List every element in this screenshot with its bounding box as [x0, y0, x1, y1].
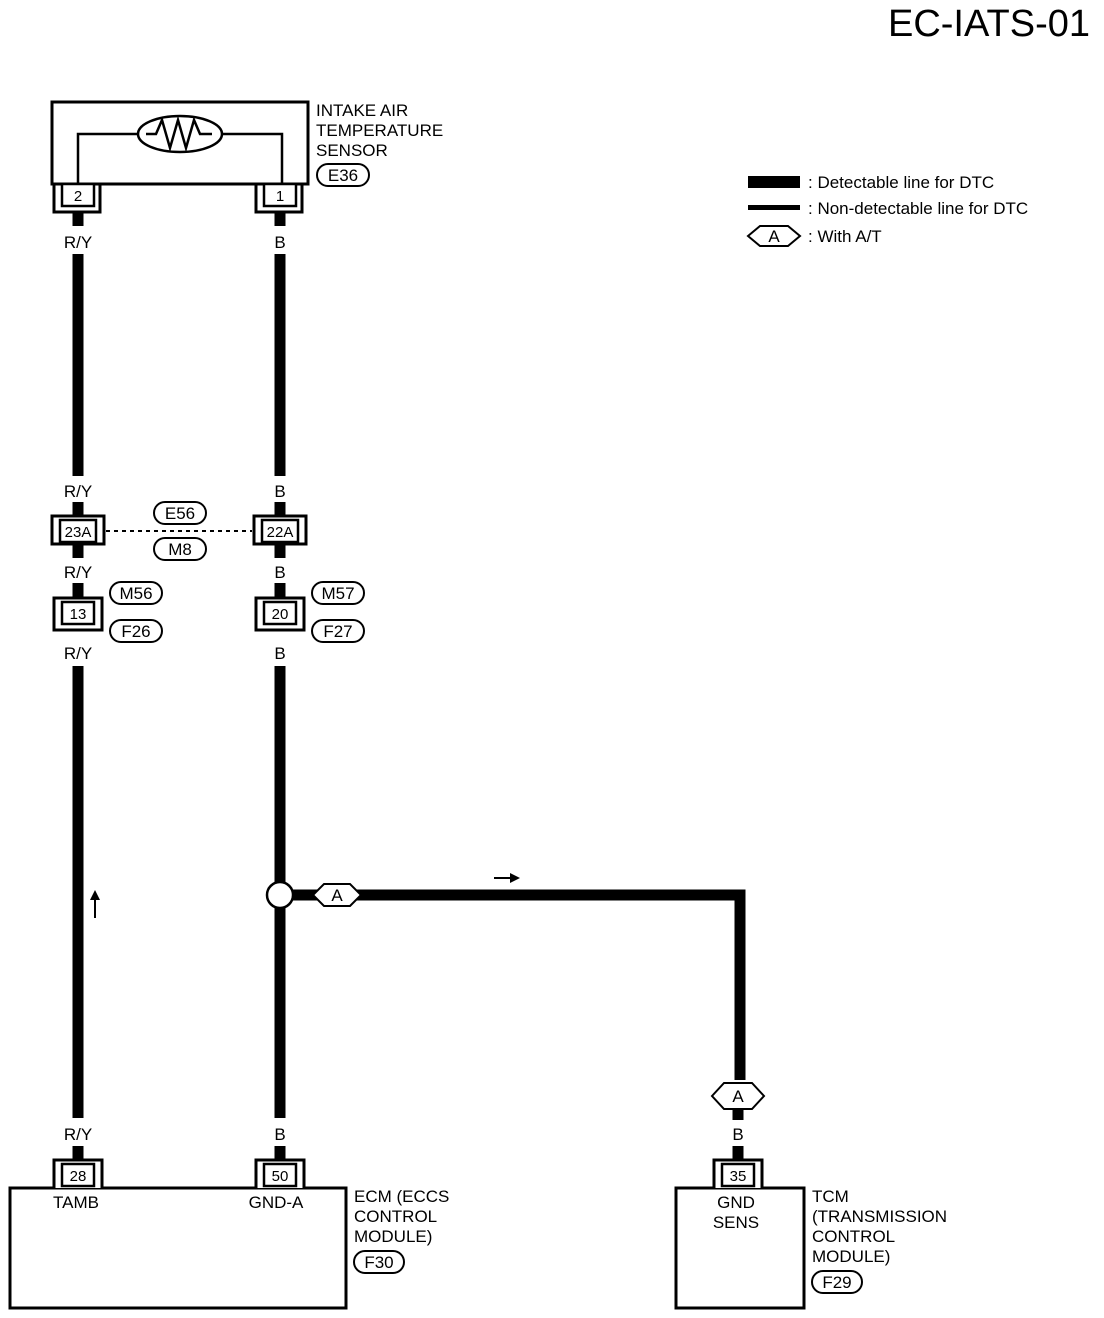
branch-option-hexagon	[311, 883, 363, 907]
tcm-connector-tag	[811, 1270, 863, 1294]
legend: : Detectable line for DTC : Non-detectab…	[746, 173, 1028, 247]
legend-detectable-text: : Detectable line for DTC	[808, 173, 994, 192]
wire-branch-to-tcm	[290, 889, 746, 1080]
ecm-pin-left-number: 28	[70, 1168, 87, 1185]
legend-non-detectable-swatch	[748, 205, 800, 210]
mid-left-pin-number: 13	[70, 606, 87, 623]
wire-right-color-4: B	[274, 644, 285, 663]
legend-option-hexagon	[746, 225, 802, 247]
right-arrow-icon	[494, 873, 520, 883]
mid-left-label-top: M56	[119, 584, 152, 603]
wire-tcm-color: B	[732, 1125, 743, 1144]
wire-left-color-4: R/Y	[64, 644, 92, 663]
ecm-terminal-left: TAMB	[53, 1193, 99, 1212]
tcm-name-line2: (TRANSMISSION	[812, 1207, 947, 1226]
tcm-terminal-line2: SENS	[713, 1213, 759, 1232]
sensor-pin-left-number: 2	[74, 188, 82, 205]
legend-option-text: : With A/T	[808, 227, 882, 246]
legend-detectable-swatch	[748, 176, 800, 188]
sensor-pin-left	[60, 182, 96, 208]
joint-label-bottom: M8	[168, 540, 192, 559]
wire-right-color-3: B	[274, 563, 285, 582]
mid-left-tag-top	[109, 581, 163, 605]
branch-option-tag: A	[331, 886, 343, 905]
intake-air-temperature-sensor: INTAKE AIR TEMPERATURE SENSOR E36 2 1	[50, 100, 443, 214]
ecm-name-line2: CONTROL	[354, 1207, 437, 1226]
tcm-option-hexagon	[710, 1082, 766, 1110]
joint-right-pin	[260, 518, 300, 544]
mid-connector-left: 13 M56 F26	[52, 581, 163, 643]
joint-tag-bottom	[153, 537, 207, 561]
ecm-pin-right	[262, 1162, 298, 1188]
mid-right-tag-top	[311, 581, 365, 605]
wire-left-color-2: R/Y	[64, 482, 92, 501]
tcm-connector-id: F29	[822, 1273, 851, 1292]
up-arrow-icon	[90, 890, 100, 918]
mid-right-pin	[262, 600, 298, 626]
splice-point	[265, 880, 295, 910]
sensor-connector-tag	[316, 163, 370, 187]
tcm-pin	[720, 1162, 756, 1188]
tcm-name-line4: MODULE)	[812, 1247, 890, 1266]
sensor-pin-right	[262, 182, 298, 208]
ecm-pin-right-number: 50	[272, 1168, 289, 1185]
joint-label-top: E56	[165, 504, 195, 523]
ecm-terminal-right: GND-A	[249, 1193, 304, 1212]
tcm-name-line3: CONTROL	[812, 1227, 895, 1246]
tcm-terminal-line1: GND	[717, 1193, 755, 1212]
legend-option-tag: A	[768, 227, 780, 246]
tcm-name-line1: TCM	[812, 1187, 849, 1206]
wire-left-color-1: R/Y	[64, 233, 92, 252]
ecm-connector-id: F30	[364, 1253, 393, 1272]
ecm-body	[8, 1186, 348, 1310]
ecm-module: 28 50 TAMB GND-A ECM (ECCS CONTROL MODUL…	[8, 1158, 449, 1310]
sensor-name-line3: SENSOR	[316, 141, 388, 160]
ecm-name-line3: MODULE)	[354, 1227, 432, 1246]
sensor-name-line1: INTAKE AIR	[316, 101, 408, 120]
joint-left-pin-number: 23A	[65, 524, 92, 541]
sensor-connector-id: E36	[328, 166, 358, 185]
tcm-module: 35 GND SENS TCM (TRANSMISSION CONTROL MO…	[674, 1158, 947, 1310]
joint-left-pin	[58, 518, 98, 544]
legend-non-detectable-text: : Non-detectable line for DTC	[808, 199, 1028, 218]
tcm-option-tag: A	[732, 1087, 744, 1106]
joint-connector-e56-m8: 23A 22A E56 M8	[50, 501, 308, 561]
wire-left-color-5: R/Y	[64, 1125, 92, 1144]
wire-right-color-2: B	[274, 482, 285, 501]
joint-right-pin-number: 22A	[267, 524, 294, 541]
diagram-title: EC-IATS-01	[888, 3, 1090, 45]
sensor-pin-right-number: 1	[276, 188, 284, 205]
mid-left-label-bottom: F26	[121, 622, 150, 641]
wire-left-color-3: R/Y	[64, 563, 92, 582]
tcm-body	[674, 1186, 806, 1310]
joint-tag-top	[153, 501, 207, 525]
mid-right-label-top: M57	[321, 584, 354, 603]
ecm-pin-left	[60, 1162, 96, 1188]
wire-right-color-1: B	[274, 233, 285, 252]
tcm-pin-number: 35	[730, 1168, 747, 1185]
mid-right-label-bottom: F27	[323, 622, 352, 641]
mid-left-pin	[60, 600, 96, 626]
sensor-name-line2: TEMPERATURE	[316, 121, 443, 140]
mid-right-tag-bottom	[311, 619, 365, 643]
sensor-internal-wiring	[76, 132, 284, 184]
mid-right-pin-number: 20	[272, 606, 289, 623]
ecm-name-line1: ECM (ECCS	[354, 1187, 449, 1206]
ecm-connector-tag	[353, 1250, 405, 1274]
mid-connector-right: 20 M57 F27	[254, 581, 365, 643]
mid-left-tag-bottom	[109, 619, 163, 643]
wire-right-color-5: B	[274, 1125, 285, 1144]
resistor-zigzag-icon	[146, 115, 212, 153]
